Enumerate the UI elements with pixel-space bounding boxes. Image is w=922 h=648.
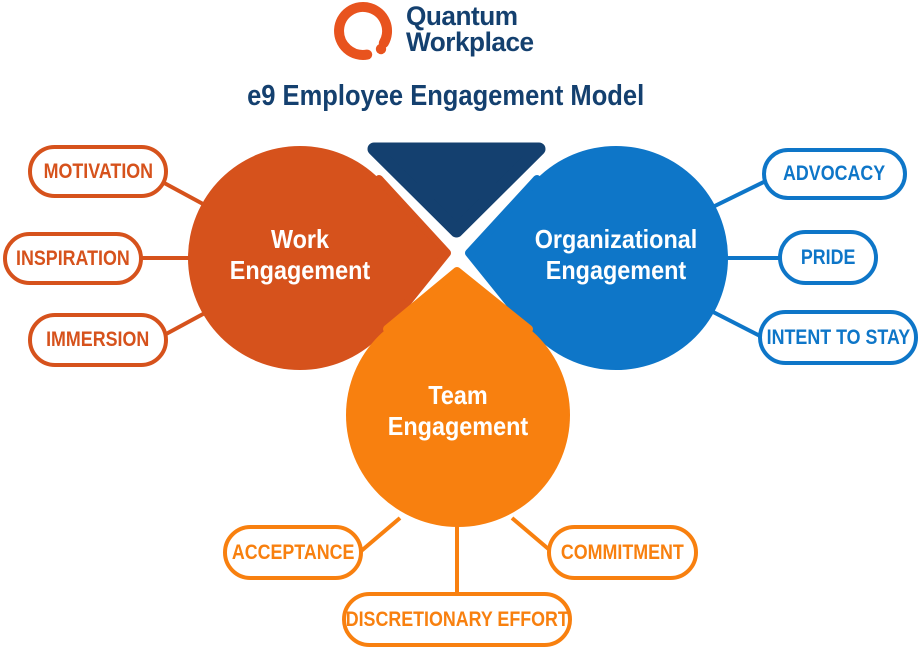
brand-name-line1: Quantum (406, 1, 518, 31)
pill-pride: PRIDE (778, 230, 878, 285)
brand-wordmark: Quantum Workplace (406, 1, 538, 57)
work-engagement-tip (375, 175, 451, 334)
pill-motivation: MOTIVATION (28, 145, 168, 198)
logo-ring (334, 2, 393, 60)
brand-name-line2: Workplace (406, 27, 534, 57)
quantum-workplace-logo-icon (334, 2, 393, 60)
organizational-engagement-label: Organizational Engagement (534, 224, 698, 285)
organizational-engagement-tip (465, 175, 541, 334)
team-engagement-label: Team Engagement (387, 380, 529, 441)
pill-intent-to-stay: INTENT TO STAY (758, 310, 918, 365)
page-title: e9 Employee Engagement Model (247, 80, 645, 112)
pill-advocacy: ADVOCACY (762, 148, 907, 200)
pill-immersion: IMMERSION (28, 313, 168, 367)
team-engagement-tip (383, 267, 533, 333)
center-triangle (367, 142, 546, 238)
connector-commitment (510, 516, 554, 554)
organizational-engagement-shape (465, 146, 728, 370)
logo-dot (375, 43, 387, 55)
pill-acceptance: ACCEPTANCE (223, 525, 363, 580)
organizational-engagement-circle (504, 146, 728, 370)
pill-inspiration: INSPIRATION (3, 232, 143, 285)
work-engagement-label: Work Engagement (229, 224, 371, 285)
connector-acceptance (358, 516, 402, 554)
pill-commitment: COMMITMENT (547, 525, 698, 580)
work-engagement-shape (188, 146, 451, 370)
pill-discretionary-effort: DISCRETIONARY EFFORT (342, 592, 572, 647)
team-engagement-circle (346, 303, 570, 527)
work-engagement-circle (188, 146, 412, 370)
team-engagement-shape (346, 267, 570, 527)
